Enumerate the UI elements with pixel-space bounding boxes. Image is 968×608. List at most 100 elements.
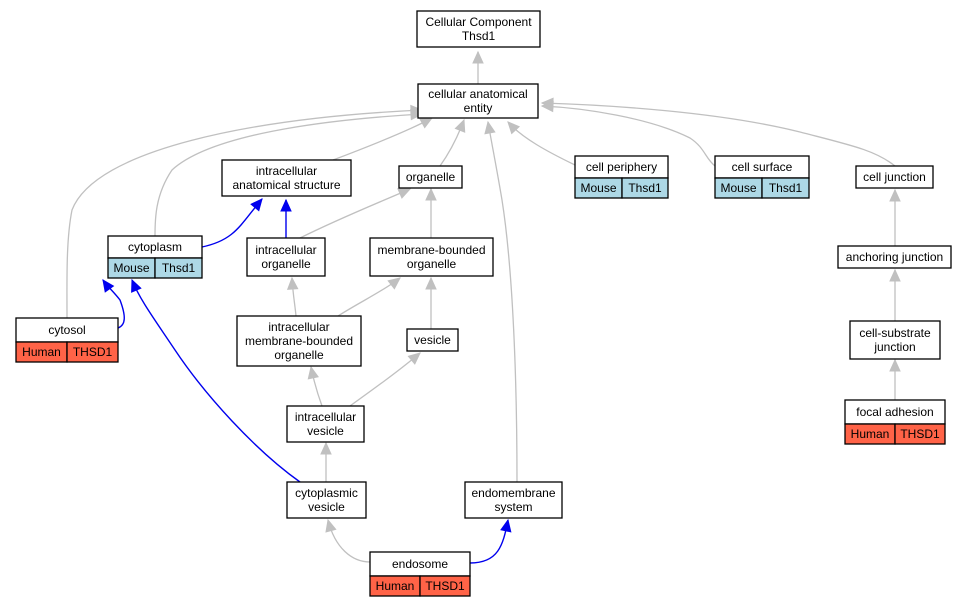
is-a-edge-line — [66, 109, 423, 319]
gene-cell — [894, 423, 946, 445]
node-label-line: endosome — [392, 557, 448, 571]
edge-cytosol-to-cae — [66, 104, 424, 319]
species-label: Mouse — [113, 261, 149, 275]
node-label-line: system — [494, 500, 532, 514]
node-box — [246, 237, 326, 277]
part-of-arrowhead — [250, 198, 263, 212]
gene-label: THSD1 — [900, 427, 940, 441]
is-a-arrowhead — [540, 97, 554, 110]
species-label: Mouse — [720, 181, 756, 195]
node-label-line: organelle — [407, 257, 457, 271]
node-label-line: cell junction — [863, 170, 926, 184]
part-of-arrowhead — [280, 198, 292, 212]
gene-cell — [419, 575, 471, 597]
is-a-arrowhead — [889, 268, 901, 282]
node-label-line: vesicle — [414, 333, 451, 347]
is-a-edge-line — [487, 121, 518, 483]
is-a-arrowhead — [307, 365, 319, 380]
node-box — [416, 10, 541, 48]
gene-label: Thsd1 — [628, 181, 662, 195]
gene-cell — [154, 257, 203, 279]
edge-cae-to-root — [472, 50, 484, 84]
node-label-line: cell periphery — [586, 160, 657, 174]
species-label: Human — [851, 427, 890, 441]
edge-anchoring-to-cell_junction — [889, 188, 901, 246]
edge-mbo-to-organelle — [425, 187, 437, 238]
node-vesicle[interactable]: vesicle — [406, 328, 459, 352]
edge-io-to-ias — [280, 198, 292, 238]
is-a-arrowhead — [425, 187, 437, 201]
is-a-arrowhead — [507, 121, 521, 135]
edge-endosome-to-endomembrane — [469, 518, 512, 564]
node-box — [236, 315, 362, 367]
edge-endomembrane-to-cae — [484, 120, 518, 483]
node-label-line: focal adhesion — [856, 405, 933, 419]
node-box — [398, 165, 463, 189]
is-a-arrowhead — [889, 358, 901, 372]
edge-cytoplasm-to-ias — [201, 198, 263, 248]
is-a-arrowhead — [397, 188, 412, 199]
species-label: Human — [22, 345, 61, 359]
edge-imbo-to-mbo — [337, 277, 401, 317]
node-label-line: membrane-bounded — [245, 334, 353, 348]
node-label-line: cytoplasmic — [295, 486, 358, 500]
node-box — [855, 165, 934, 189]
node-label-line: endomembrane — [471, 486, 555, 500]
is-a-edge-line — [327, 519, 371, 563]
node-label-line: intracellular — [268, 320, 329, 334]
node-box — [464, 481, 563, 519]
node-label-line: membrane-bounded — [377, 243, 485, 257]
edge-imbo-to-io — [286, 276, 299, 317]
is-a-arrowhead — [472, 50, 484, 64]
node-label-line: Thsd1 — [462, 29, 496, 43]
is-a-edge-line — [541, 102, 896, 167]
gene-label: Thsd1 — [769, 181, 803, 195]
node-label-line: intracellular — [255, 243, 316, 257]
node-label-line: entity — [464, 101, 493, 115]
node-box — [369, 237, 494, 277]
node-label-line: cell surface — [732, 160, 793, 174]
edge-cv-to-iv — [320, 441, 332, 482]
node-label-line: vesicle — [308, 500, 345, 514]
is-a-edge-line — [507, 121, 576, 166]
edge-cytosol-to-cytoplasm — [102, 279, 125, 329]
gene-cell — [621, 177, 669, 199]
node-anchoring[interactable]: anchoring junction — [837, 245, 952, 269]
node-label-line: organelle — [406, 170, 456, 184]
node-label-line: cytoplasm — [128, 240, 182, 254]
node-cell-junction[interactable]: cell junction — [855, 165, 934, 189]
is-a-arrowhead — [286, 276, 299, 290]
node-box — [369, 551, 471, 577]
part-of-edge-line — [131, 279, 301, 483]
node-box — [286, 405, 365, 443]
node-organelle[interactable]: organelle — [398, 165, 463, 189]
node-box — [849, 320, 941, 360]
edge-iv-to-imbo — [307, 365, 323, 407]
edge-endosome-to-cv — [325, 518, 371, 563]
edge-focal-to-csj — [889, 358, 901, 400]
node-label-line: cellular anatomical — [428, 87, 527, 101]
node-box — [837, 245, 952, 269]
edge-ias-to-cae — [332, 117, 434, 161]
node-label-line: cytosol — [48, 323, 85, 337]
part-of-edge-line — [469, 519, 509, 564]
node-box — [221, 159, 352, 197]
